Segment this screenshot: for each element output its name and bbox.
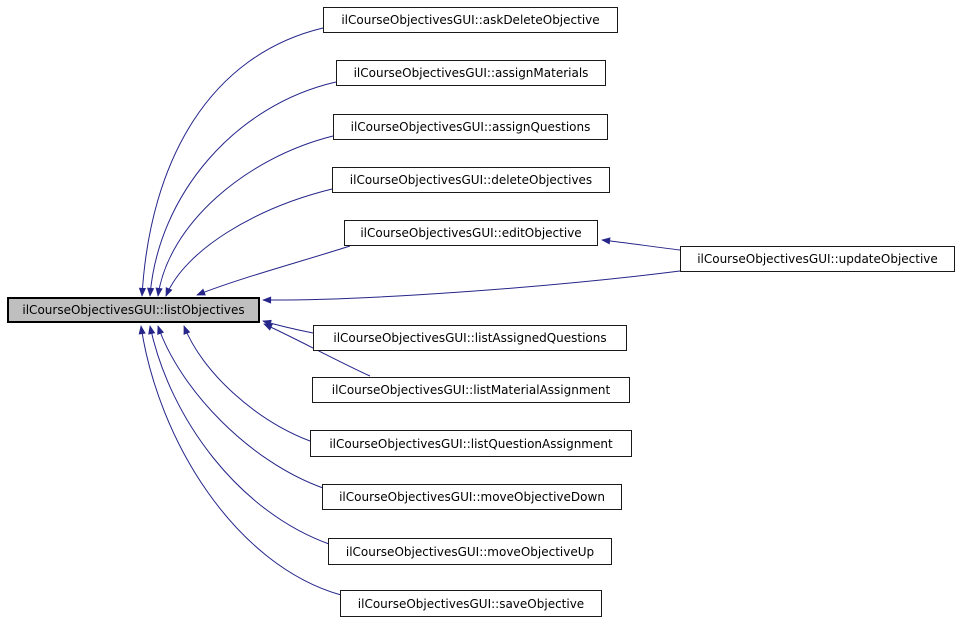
edge-assignMaterials-to-listObjectives xyxy=(147,81,337,297)
edge-moveObjectiveDown-to-listObjectives xyxy=(157,325,324,489)
edge-deleteObjectives-to-listObjectives xyxy=(165,188,333,297)
edge-askDeleteObjective-to-listObjectives xyxy=(138,27,324,297)
node-editObjective[interactable]: ilCourseObjectivesGUI::editObjective xyxy=(344,220,598,246)
edge-updateObjective-to-listObjectives xyxy=(262,270,681,304)
node-moveObjectiveDown[interactable]: ilCourseObjectivesGUI::moveObjectiveDown xyxy=(322,484,622,510)
node-assignQuestions[interactable]: ilCourseObjectivesGUI::assignQuestions xyxy=(333,114,608,140)
node-listAssignedQuestions[interactable]: ilCourseObjectivesGUI::listAssignedQuest… xyxy=(313,325,627,351)
node-saveObjective[interactable]: ilCourseObjectivesGUI::saveObjective xyxy=(340,590,602,617)
node-deleteObjectives[interactable]: ilCourseObjectivesGUI::deleteObjectives xyxy=(332,167,610,193)
edge-updateObjective-to-editObjective xyxy=(601,237,681,251)
node-listQuestionAssignment[interactable]: ilCourseObjectivesGUI::listQuestionAssig… xyxy=(310,430,632,457)
node-askDeleteObjective[interactable]: ilCourseObjectivesGUI::askDeleteObjectiv… xyxy=(323,7,618,33)
edge-listQuestionAssignment-to-listObjectives xyxy=(183,325,311,442)
edge-assignQuestions-to-listObjectives xyxy=(155,135,334,297)
edge-listAssignedQuestions-to-listObjectives xyxy=(262,319,314,334)
node-moveObjectiveUp[interactable]: ilCourseObjectivesGUI::moveObjectiveUp xyxy=(328,538,612,565)
edge-editObjective-to-listObjectives xyxy=(196,245,351,296)
edge-saveObjective-to-listObjectives xyxy=(138,325,342,596)
node-listObjectives: ilCourseObjectivesGUI::listObjectives xyxy=(7,297,260,323)
edge-moveObjectiveUp-to-listObjectives xyxy=(148,325,330,545)
node-listMaterialAssignment[interactable]: ilCourseObjectivesGUI::listMaterialAssig… xyxy=(312,377,630,403)
node-assignMaterials[interactable]: ilCourseObjectivesGUI::assignMaterials xyxy=(336,60,606,86)
node-updateObjective[interactable]: ilCourseObjectivesGUI::updateObjective xyxy=(680,246,955,272)
